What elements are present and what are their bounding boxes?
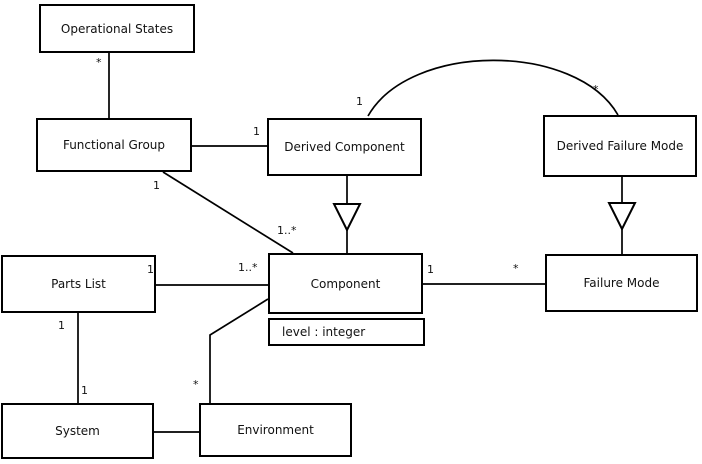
attribute-label: level : integer [282,325,366,339]
node-system[interactable]: System [1,403,154,459]
generalization-triangle-icon [332,203,362,233]
edge-functionalgroup-component [162,171,294,254]
multiplicity-label: 1 [253,125,260,138]
node-label: Functional Group [62,138,166,152]
edge-derivedcomponent-derivedfailuremode-arc [367,59,619,117]
multiplicity-label: 1 [147,263,154,276]
generalization-triangle-icon [607,202,637,232]
multiplicity-label: * [193,378,199,391]
node-label: Derived Failure Mode [556,139,684,153]
node-label: System [55,424,100,438]
node-operational-states[interactable]: Operational States [39,4,195,53]
multiplicity-label: * [513,262,519,275]
multiplicity-label: 1 [81,384,88,397]
edge-environment-component [209,298,269,403]
multiplicity-label: 1..* [238,261,258,274]
multiplicity-label: * [96,56,102,69]
multiplicity-label: 1 [427,263,434,276]
node-derived-component[interactable]: Derived Component [267,118,422,176]
node-functional-group[interactable]: Functional Group [36,118,192,172]
node-derived-failure-mode[interactable]: Derived Failure Mode [543,115,697,177]
node-label: Derived Component [284,140,405,154]
node-label: Operational States [60,21,174,36]
node-label: Component [310,276,381,291]
multiplicity-label: 1 [356,95,363,108]
multiplicity-label: * [593,83,599,96]
node-parts-list[interactable]: Parts List [1,255,156,313]
node-failure-mode[interactable]: Failure Mode [545,254,698,312]
multiplicity-label: 1 [153,179,160,192]
node-label: Parts List [51,277,106,291]
node-component[interactable]: Component [268,253,423,314]
node-environment[interactable]: Environment [199,403,352,457]
node-component-attributes[interactable]: level : integer [268,318,425,346]
multiplicity-label: 1 [58,319,65,332]
node-label: Failure Mode [583,276,660,290]
node-label: Environment [237,423,314,437]
multiplicity-label: 1..* [277,224,297,237]
